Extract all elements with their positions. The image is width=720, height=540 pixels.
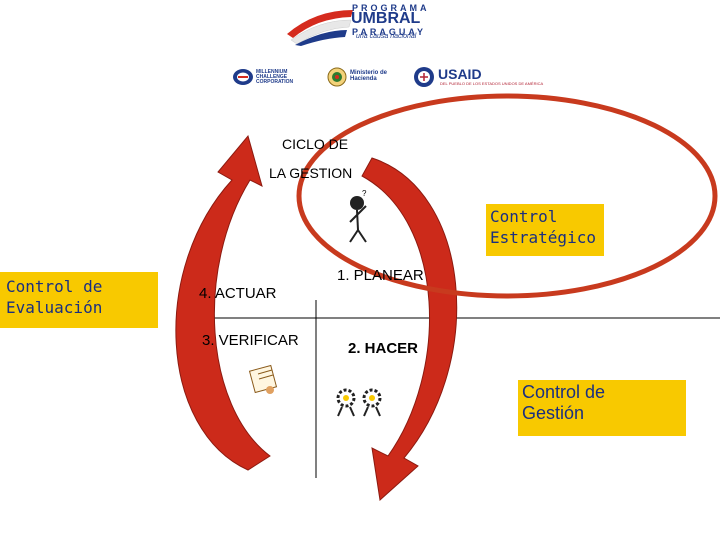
logo-line2: UMBRAL	[351, 10, 421, 27]
box-bottom-line1: Control de	[522, 382, 606, 402]
partner3-sub: DEL PUEBLO DE LOS ESTADOS UNIDOS DE AMÉR…	[440, 81, 544, 86]
usaid-seal-icon	[414, 67, 434, 87]
box-control-estrategico: Control Estratégico	[486, 204, 604, 256]
box-bottom-line2: Gestión	[522, 403, 585, 423]
logo-slogan: una causa nacional	[356, 33, 417, 40]
partner2-text: Ministerio de Hacienda	[350, 70, 388, 82]
box-top-line1: Control	[490, 207, 558, 226]
partner1-text: MILLENNIUM CHALLENGE CORPORATION	[256, 69, 294, 85]
logo-line3: PARAGUAY	[352, 27, 427, 37]
quadrant-verificar: 3. VERIFICAR	[202, 332, 299, 349]
highlight-ellipse	[296, 93, 718, 299]
quadrant-planear: 1. PLANEAR	[337, 267, 424, 284]
partner3-name: USAID	[438, 66, 482, 82]
box-control-evaluacion: Control de Evaluación	[0, 272, 158, 328]
program-logo-swoosh-icon	[287, 10, 353, 46]
box-top-line2: Estratégico	[490, 228, 596, 247]
mcc-seal-icon	[233, 69, 253, 85]
box-left-line2: Evaluación	[6, 298, 103, 317]
cycle-title-line2: LA GESTION	[269, 165, 353, 181]
box-control-gestion: Control de Gestión	[518, 380, 686, 436]
writing-hand-icon	[248, 364, 278, 394]
thinking-person-icon: ?	[349, 189, 367, 243]
svg-text:?: ?	[362, 189, 367, 198]
left-cycle-arrow	[175, 134, 271, 471]
hacienda-seal-icon	[327, 67, 347, 87]
logo-line1: PROGRAMA	[352, 3, 430, 13]
cycle-title-line1: CICLO DE	[282, 136, 349, 152]
gears-icon	[336, 388, 382, 417]
box-left-line1: Control de	[6, 277, 103, 296]
quadrant-hacer: 2. HACER	[348, 340, 419, 357]
right-cycle-arrow	[361, 157, 458, 501]
quadrant-actuar: 4. ACTUAR	[199, 285, 277, 302]
